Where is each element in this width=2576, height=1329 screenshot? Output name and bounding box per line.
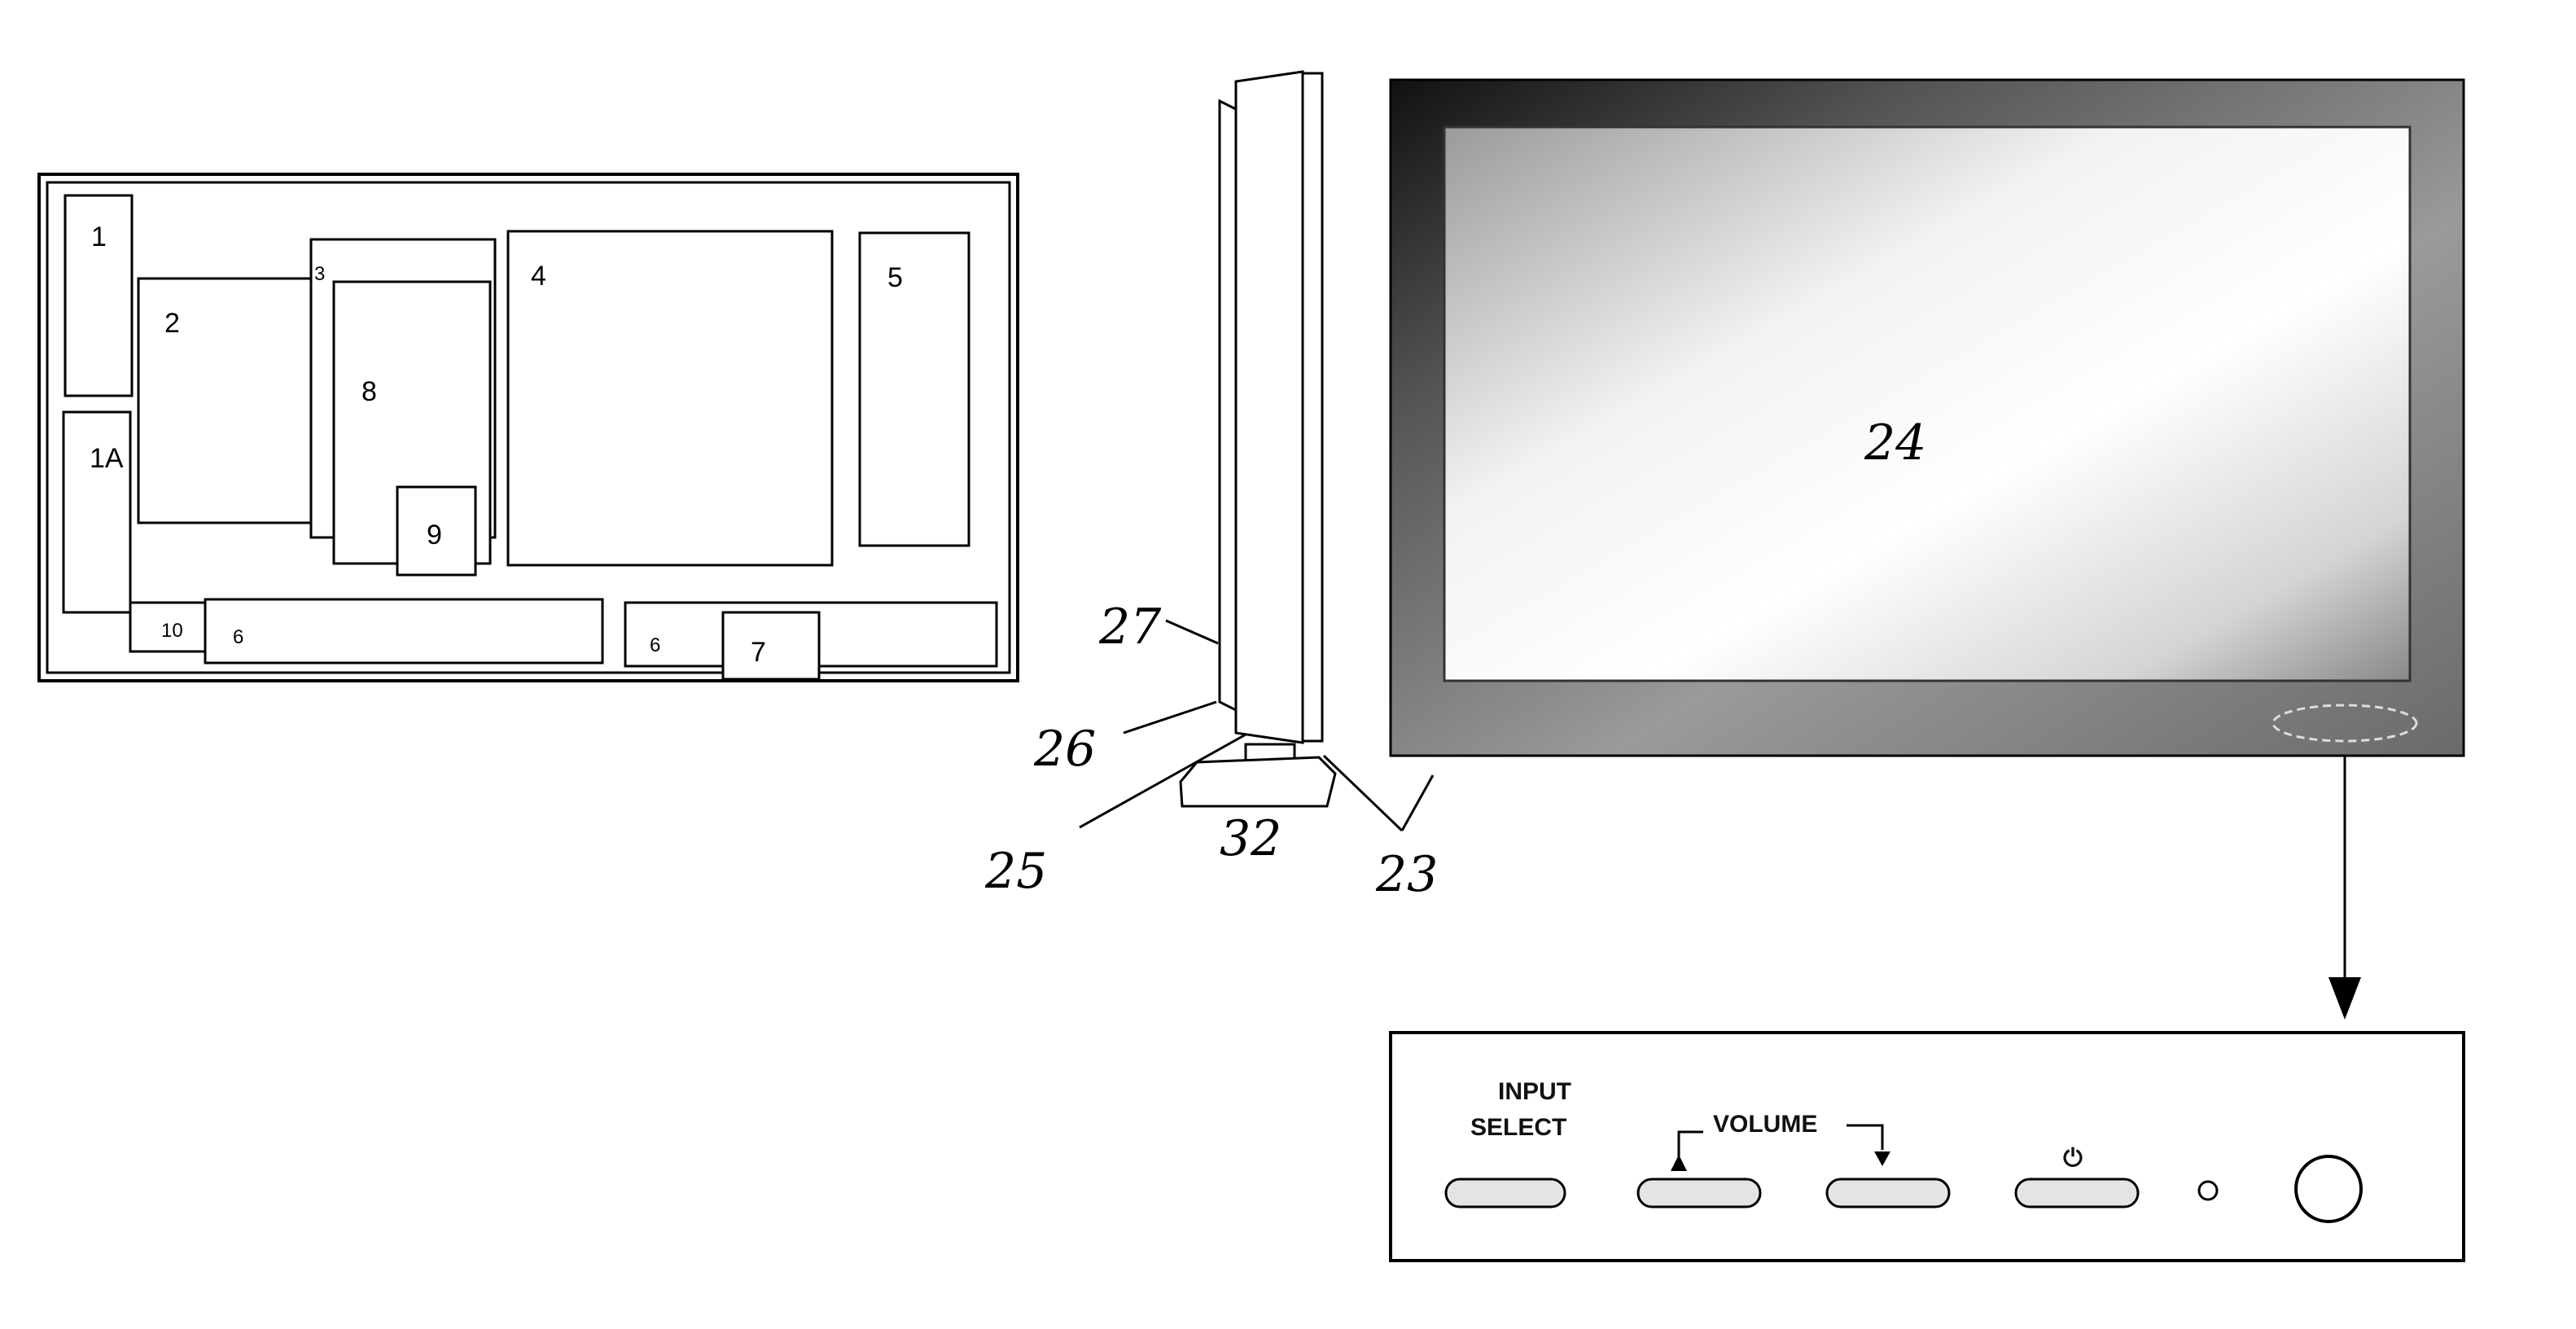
block-9 — [396, 485, 477, 577]
side-front-bezel — [1301, 72, 1324, 743]
label-1: 1 — [91, 222, 107, 252]
leader-27 — [1165, 619, 1219, 645]
stand-base — [1179, 756, 1337, 808]
side-rear-panel — [1218, 99, 1238, 713]
side-view: 27 26 25 32 23 — [984, 70, 1438, 903]
ref-32: 32 — [1220, 810, 1281, 867]
leader-26 — [1123, 700, 1217, 735]
label-9: 9 — [427, 520, 442, 550]
input-select-label-line2: SELECT — [1470, 1114, 1566, 1141]
ref-24: 24 — [1864, 414, 1926, 472]
label-6-right: 6 — [650, 634, 660, 656]
label-1a: 1A — [90, 443, 124, 474]
block-diagram: 1 1A 2 3 4 5 6 6 7 8 9 10 — [37, 173, 1019, 682]
label-8: 8 — [361, 376, 377, 407]
leader-23a — [1322, 754, 1404, 832]
outer-frame-inner — [46, 181, 1011, 674]
block-2 — [137, 277, 313, 524]
outer-frame-outer — [37, 173, 1019, 682]
leader-25 — [1079, 733, 1246, 829]
ref-23: 23 — [1375, 846, 1438, 903]
block-5 — [858, 231, 970, 547]
leader-23b — [1400, 774, 1435, 831]
control-panel: INPUT SELECT VOLUME ⏻ — [1389, 1031, 2465, 1262]
label-3: 3 — [314, 263, 325, 285]
side-main-body — [1234, 70, 1304, 744]
volume-up-bracket — [1677, 1130, 1703, 1160]
callout-arrowhead — [2328, 977, 2361, 1020]
volume-label: VOLUME — [1713, 1111, 1817, 1138]
block-4 — [506, 230, 834, 567]
block-1 — [64, 194, 134, 397]
power-indicator-led — [2197, 1180, 2219, 1201]
label-7: 7 — [751, 637, 766, 668]
block-1a — [62, 410, 132, 614]
label-2: 2 — [164, 308, 180, 339]
label-4: 4 — [531, 261, 546, 292]
front-control-area — [2272, 704, 2418, 743]
volume-up-icon — [1671, 1155, 1687, 1171]
ref-26: 26 — [1033, 721, 1096, 778]
block-6-left — [204, 598, 604, 664]
ref-27: 27 — [1098, 599, 1162, 656]
volume-up-button[interactable] — [1636, 1178, 1762, 1208]
volume-down-icon — [1874, 1151, 1890, 1166]
block-10 — [129, 601, 207, 653]
power-icon: ⏻ — [2063, 1145, 2083, 1172]
label-10: 10 — [161, 620, 183, 642]
label-6-left: 6 — [233, 626, 243, 648]
control-panel-frame — [1389, 1031, 2465, 1262]
input-select-label-line1: INPUT — [1498, 1078, 1571, 1105]
front-screen — [1443, 125, 2412, 682]
label-5: 5 — [887, 262, 903, 293]
power-button[interactable] — [2014, 1178, 2140, 1208]
remote-sensor — [2294, 1155, 2363, 1223]
volume-down-button[interactable] — [1825, 1178, 1951, 1208]
volume-down-bracket — [1847, 1124, 1884, 1150]
ref-25: 25 — [984, 843, 1047, 900]
block-7 — [721, 611, 821, 681]
input-select-button[interactable] — [1444, 1178, 1566, 1208]
front-view: 24 — [1389, 78, 2465, 1020]
